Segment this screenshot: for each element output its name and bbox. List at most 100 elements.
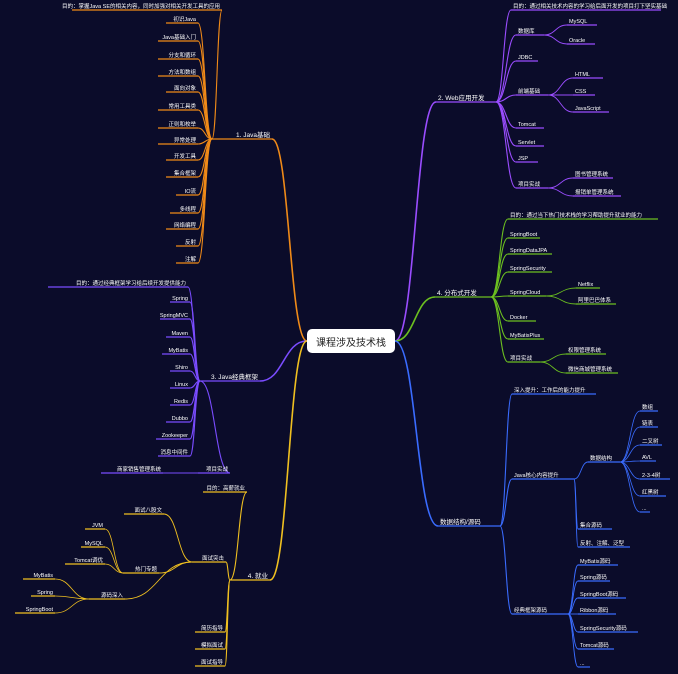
branch-java-basics[interactable]: 1. Java基础: [212, 130, 272, 140]
node-node[interactable]: ...: [640, 506, 650, 513]
node-node[interactable]: 源码深入: [89, 591, 125, 600]
center-node[interactable]: 课程涉及技术栈: [307, 329, 395, 353]
node-node[interactable]: 目的：通过相关技术内容的学习给后面开发的项目打下坚实基础: [511, 2, 668, 11]
node-node[interactable]: ...: [578, 661, 590, 668]
node-java[interactable]: Java基础入门: [158, 33, 198, 42]
node-node[interactable]: 消息中间件: [158, 448, 190, 457]
node-node[interactable]: 面试指导: [195, 658, 225, 667]
node-node[interactable]: 图书管理系统: [573, 170, 613, 179]
node-node[interactable]: 目的：通过经典框架学习给后续开发提供能力: [48, 279, 188, 288]
node-springsecurity[interactable]: SpringSecurity源码: [578, 624, 638, 633]
branch-distributed[interactable]: 4. 分布式开发: [435, 288, 491, 298]
node-springboot[interactable]: SpringBoot: [508, 232, 540, 239]
node-node[interactable]: 简历指导: [195, 624, 225, 633]
node-zookeeper[interactable]: Zookeeper: [156, 433, 190, 440]
node-spring[interactable]: Spring: [170, 296, 190, 303]
node-node[interactable]: 数据结构: [588, 454, 620, 463]
node-css[interactable]: CSS: [573, 89, 595, 96]
node-node[interactable]: 注解: [176, 255, 198, 264]
node-node[interactable]: 链表: [640, 419, 658, 428]
node-node[interactable]: 红黑树: [640, 488, 666, 497]
node-node[interactable]: 阿里巴巴体系: [576, 296, 616, 305]
node-shiro[interactable]: Shiro: [170, 365, 190, 372]
node-jsp[interactable]: JSP: [516, 156, 538, 163]
node-node[interactable]: 反射: [176, 238, 198, 247]
node-springsecurity[interactable]: SpringSecurity: [508, 266, 552, 273]
node-springmvc[interactable]: SpringMVC: [160, 313, 190, 320]
node-javascript[interactable]: JavaScript: [573, 106, 609, 113]
node-2-3-4[interactable]: 2-3-4树: [640, 471, 670, 480]
node-node[interactable]: 集合框架: [166, 169, 198, 178]
node-tomcat[interactable]: Tomcat: [516, 122, 544, 129]
node-jdbc[interactable]: JDBC: [516, 55, 538, 62]
node-linux[interactable]: Linux: [170, 382, 190, 389]
node-netflix[interactable]: Netflix: [576, 282, 600, 289]
branch-data-structure[interactable]: 数据结构/源码: [438, 517, 500, 527]
node-java[interactable]: 初识Java: [166, 15, 198, 24]
node-ribbon[interactable]: Ribbon源码: [578, 606, 616, 615]
node-io[interactable]: IO流: [176, 187, 198, 196]
node-node[interactable]: 正则和枚举: [158, 120, 198, 129]
node-mybatis[interactable]: MyBatis: [23, 573, 55, 580]
node-redis[interactable]: Redis: [170, 399, 190, 406]
node-html-label: HTML: [575, 72, 590, 78]
node-node[interactable]: 集合源码: [578, 521, 612, 530]
node-node[interactable]: 模拟面试: [195, 641, 225, 650]
node-node[interactable]: 商家销售管理系统: [101, 465, 163, 474]
node-node[interactable]: 权限管理系统: [566, 346, 606, 355]
node-node[interactable]: 多线程: [170, 205, 198, 214]
node-jvm[interactable]: JVM: [85, 523, 105, 530]
node-maven[interactable]: Maven: [166, 331, 190, 338]
node-java[interactable]: Java核心内容提升: [512, 471, 574, 480]
node-avl[interactable]: AVL: [640, 455, 656, 462]
node-node[interactable]: 方法和数组: [158, 68, 198, 77]
branch-frameworks[interactable]: 3. Java经典框架: [200, 372, 260, 382]
node-html[interactable]: HTML: [573, 72, 603, 79]
node-mybatisplus[interactable]: MyBatisPlus: [508, 333, 544, 340]
node-node[interactable]: 面试突击: [192, 554, 226, 563]
node-node[interactable]: 面向对象: [166, 84, 198, 93]
branch-web[interactable]: 2. Web应用开发: [436, 93, 496, 103]
node-mybatis[interactable]: MyBatis: [162, 348, 190, 355]
node-tomcat[interactable]: Tomcat调优: [65, 556, 105, 565]
node-spring[interactable]: Spring源码: [578, 573, 610, 582]
node-node[interactable]: 经典框架源码: [512, 606, 568, 615]
node-node[interactable]: 项目实战: [198, 465, 230, 474]
node-node[interactable]: 二叉树: [640, 437, 662, 446]
node-dubbo[interactable]: Dubbo: [166, 416, 190, 423]
node-node[interactable]: 面试八股文: [124, 506, 164, 515]
node-node[interactable]: 反射、注解、泛型: [578, 539, 630, 548]
node-mybatis[interactable]: MyBatis源码: [578, 557, 618, 566]
node-node[interactable]: 数据库: [516, 27, 544, 36]
node-node[interactable]: 常用工具类: [158, 102, 198, 111]
node-mysql[interactable]: MySQL: [81, 541, 105, 548]
node-springcloud[interactable]: SpringCloud: [508, 290, 546, 297]
node-node[interactable]: 开发工具: [166, 152, 198, 161]
node-springboot[interactable]: SpringBoot: [15, 607, 55, 614]
node-mysql[interactable]: MySQL: [567, 19, 597, 26]
node-node[interactable]: 目的：通过当下热门技术栈的学习帮助提升就业的能力: [508, 211, 658, 220]
node-node[interactable]: 前端基础: [516, 87, 548, 96]
node-oracle[interactable]: Oracle: [567, 38, 595, 45]
node-node[interactable]: 数组: [640, 403, 658, 412]
node-node[interactable]: 分支和循环: [158, 51, 198, 60]
node-node[interactable]: 异常处理: [158, 136, 198, 145]
node-node[interactable]: 项目实战: [516, 180, 548, 189]
node-node[interactable]: 深入提升：工作后的能力提升: [512, 386, 596, 395]
node-java-se[interactable]: 目的：掌握Java SE的相关内容，同时加强对相关开发工具的应用: [62, 2, 222, 11]
node-node[interactable]: 报销单管理系统: [573, 188, 621, 197]
node-springdatajpa[interactable]: SpringDataJPA: [508, 248, 552, 255]
node-node[interactable]: 热门专题: [123, 565, 159, 574]
node-spring[interactable]: Spring: [31, 590, 55, 597]
node-springboot[interactable]: SpringBoot源码: [578, 590, 626, 599]
node-tomcat[interactable]: Tomcat源码: [578, 641, 614, 650]
node-node[interactable]: 微信商城管理系统: [566, 365, 618, 374]
node-node[interactable]: 网络编程: [166, 221, 198, 230]
node-servlet[interactable]: Servlet: [516, 140, 544, 147]
node-docker[interactable]: Docker: [508, 315, 536, 322]
node-node-label: 项目实战: [510, 354, 533, 362]
node-node[interactable]: 项目实战: [508, 354, 540, 363]
node-2-3-4-label: 2-3-4树: [642, 471, 661, 479]
node-node[interactable]: 目的：高薪就业: [203, 484, 247, 493]
branch-job[interactable]: 4. 就业: [230, 571, 270, 581]
